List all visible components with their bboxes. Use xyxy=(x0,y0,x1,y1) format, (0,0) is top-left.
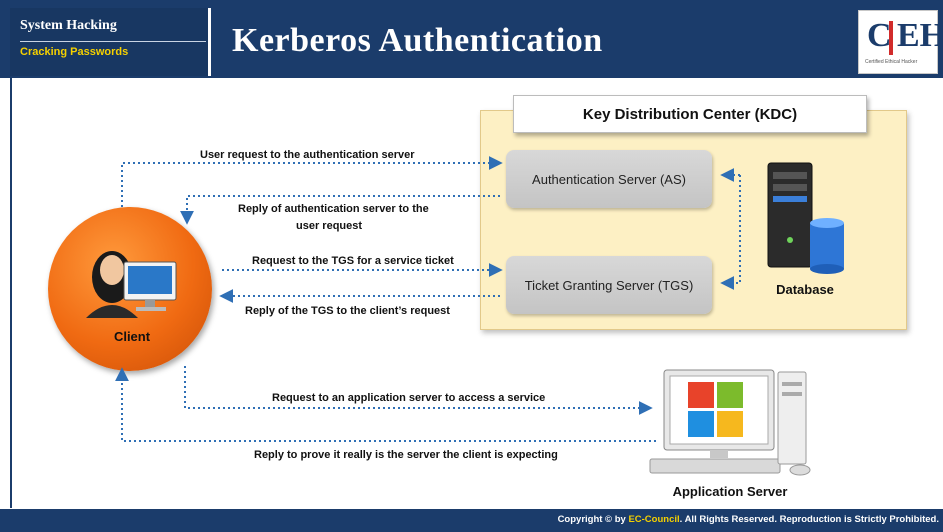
label-as-reply-line2: user request xyxy=(296,220,363,232)
copyright-notice: Copyright © by EC-Council. All Rights Re… xyxy=(558,514,939,525)
label-request-to-app-server: Request to an application server to acce… xyxy=(272,392,546,404)
copyright-brand: EC-Council xyxy=(628,514,680,525)
arrow-db-to-tgs xyxy=(720,175,741,290)
arrow-user-request-to-as xyxy=(121,156,503,207)
module-divider xyxy=(20,41,206,42)
label-app-server-reply: Reply to prove it really is the server t… xyxy=(254,449,558,461)
footer-bar: Copyright © by EC-Council. All Rights Re… xyxy=(0,509,943,532)
module-panel: System Hacking Cracking Passwords xyxy=(10,8,211,76)
label-as-reply-line1: Reply of authentication server to the xyxy=(238,203,429,215)
ticket-granting-server-box: Ticket Granting Server (TGS) xyxy=(506,256,712,314)
label-user-request-to-as: User request to the authentication serve… xyxy=(200,149,415,161)
page-title: Kerberos Authentication xyxy=(232,22,603,59)
module-title: System Hacking xyxy=(20,18,117,33)
application-server-icon xyxy=(649,369,811,476)
arrow-client-to-app-server xyxy=(184,366,653,415)
left-border xyxy=(10,78,12,508)
copyright-suffix: . All Rights Reserved. Reproduction is S… xyxy=(679,514,939,525)
database-server-icon xyxy=(767,162,844,274)
logo-tagline: Certified Ethical Hacker xyxy=(865,59,918,65)
database-label: Database xyxy=(776,282,834,297)
label-request-to-tgs: Request to the TGS for a service ticket xyxy=(252,255,454,267)
label-tgs-reply: Reply of the TGS to the client’s request xyxy=(245,305,450,317)
header-bar: System Hacking Cracking Passwords Kerber… xyxy=(0,0,943,78)
logo-red-bar xyxy=(889,21,893,55)
logo-letters-eh: EH xyxy=(897,17,943,54)
application-server-label: Application Server xyxy=(672,484,788,499)
module-subtitle: Cracking Passwords xyxy=(20,46,129,58)
arrow-as-reply-to-client xyxy=(180,195,500,225)
logo-letter-c: C xyxy=(867,17,892,54)
client-user-icon xyxy=(86,251,177,318)
authentication-server-box: Authentication Server (AS) xyxy=(506,150,712,208)
arrow-app-server-to-client xyxy=(115,367,656,442)
copyright-prefix: Copyright © by xyxy=(557,514,629,525)
kdc-title: Key Distribution Center (KDC) xyxy=(513,95,867,133)
ceh-logo: C EH Certified Ethical Hacker xyxy=(858,10,943,74)
client-label: Client xyxy=(113,329,151,344)
